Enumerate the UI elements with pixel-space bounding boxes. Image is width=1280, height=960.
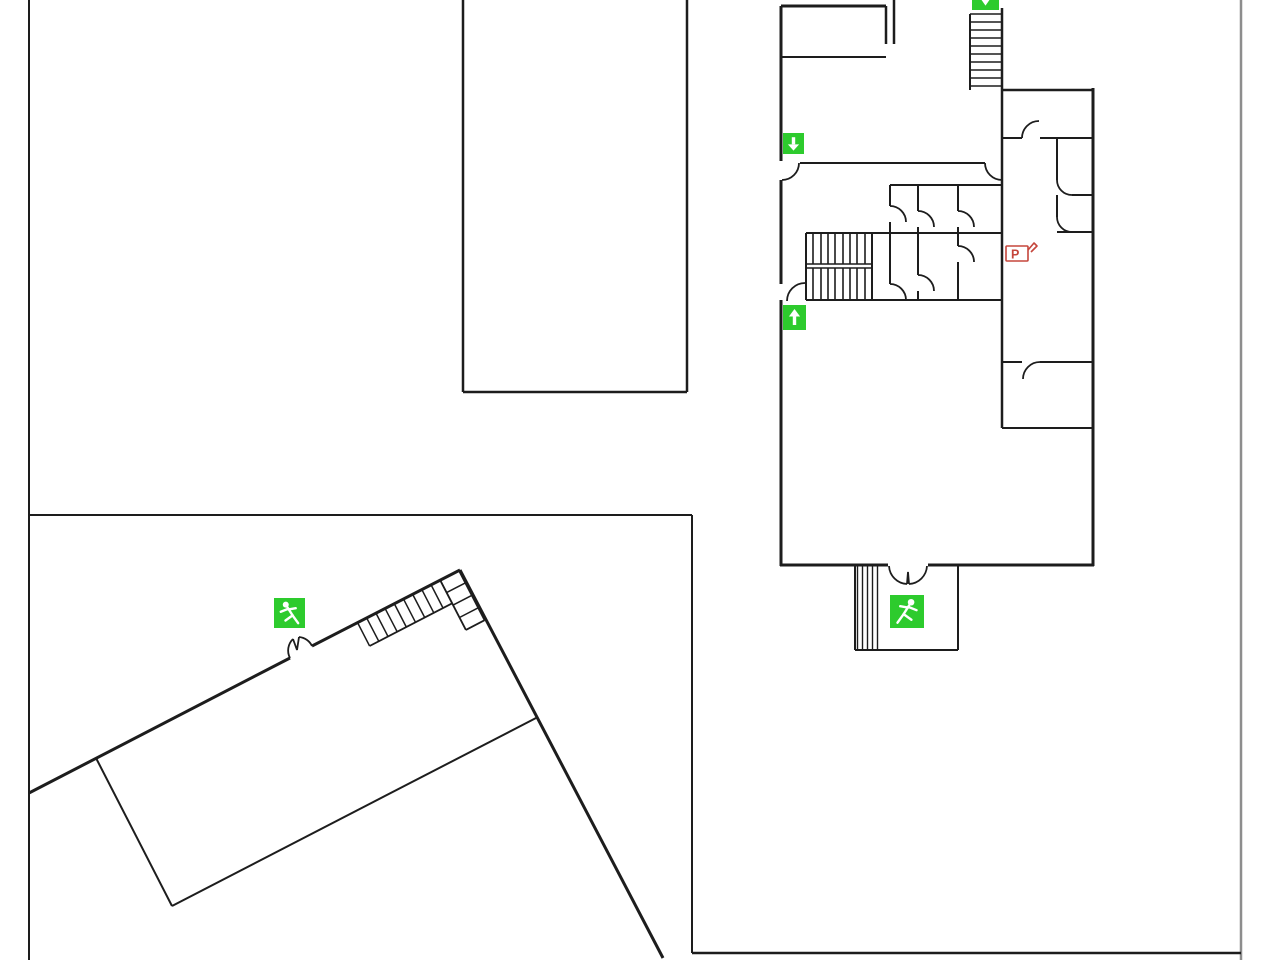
arrow-head bbox=[981, 0, 990, 6]
arrow-head bbox=[787, 144, 800, 151]
door-arc bbox=[287, 638, 294, 659]
door-arc bbox=[889, 283, 907, 301]
wall-line bbox=[458, 569, 665, 959]
exit-sign-stair-hall bbox=[783, 305, 806, 330]
running-man-icon bbox=[896, 598, 918, 624]
door-arc bbox=[1056, 179, 1073, 196]
door-arc bbox=[1022, 361, 1041, 380]
extinguisher-label: P bbox=[1011, 248, 1019, 262]
wall-line bbox=[459, 607, 479, 619]
door-arc bbox=[1021, 120, 1040, 139]
wall-line bbox=[458, 570, 486, 621]
exit-sign-main-exit bbox=[890, 595, 924, 628]
door-arc bbox=[292, 636, 300, 651]
door-arc bbox=[917, 210, 935, 228]
sign-plate bbox=[274, 598, 305, 628]
wall-line bbox=[430, 584, 444, 609]
wall-line bbox=[384, 608, 398, 633]
wall-line bbox=[28, 656, 291, 795]
wall-line bbox=[421, 589, 435, 614]
door-arc bbox=[298, 636, 313, 647]
sign-plate bbox=[890, 595, 924, 628]
door-arc bbox=[888, 565, 908, 585]
door-arc bbox=[906, 571, 910, 585]
door-arc bbox=[917, 274, 935, 292]
wall-line bbox=[357, 622, 371, 647]
door-arc bbox=[889, 205, 907, 223]
wall-line bbox=[452, 594, 473, 606]
wall-line bbox=[446, 582, 466, 594]
door-arc bbox=[984, 162, 1003, 181]
exit-sign-corridor bbox=[783, 133, 804, 154]
wall-line bbox=[311, 568, 461, 648]
wall-line bbox=[393, 603, 407, 628]
exit-sign-annex-exit bbox=[274, 598, 305, 628]
exit-sign-stairs-top bbox=[972, 0, 999, 10]
arrow-head bbox=[788, 309, 801, 317]
door-arc bbox=[957, 245, 975, 263]
wall-line bbox=[402, 598, 417, 623]
wall-line bbox=[95, 757, 173, 907]
door-arc bbox=[1056, 216, 1073, 233]
wall-line bbox=[412, 594, 426, 618]
wall-line bbox=[375, 613, 389, 637]
wall-line bbox=[366, 617, 380, 642]
door-arc bbox=[781, 162, 800, 181]
door-arc bbox=[908, 565, 928, 585]
wall-line bbox=[369, 602, 453, 647]
extinguisher-nozzle bbox=[1027, 242, 1038, 253]
wall-line bbox=[171, 717, 537, 907]
door-arc bbox=[957, 210, 975, 228]
fire-extinguisher-icon: P bbox=[1005, 242, 1038, 262]
door-arc bbox=[786, 282, 806, 302]
wall-line bbox=[465, 619, 486, 631]
running-man-icon bbox=[279, 601, 300, 625]
wall-line bbox=[439, 579, 467, 631]
